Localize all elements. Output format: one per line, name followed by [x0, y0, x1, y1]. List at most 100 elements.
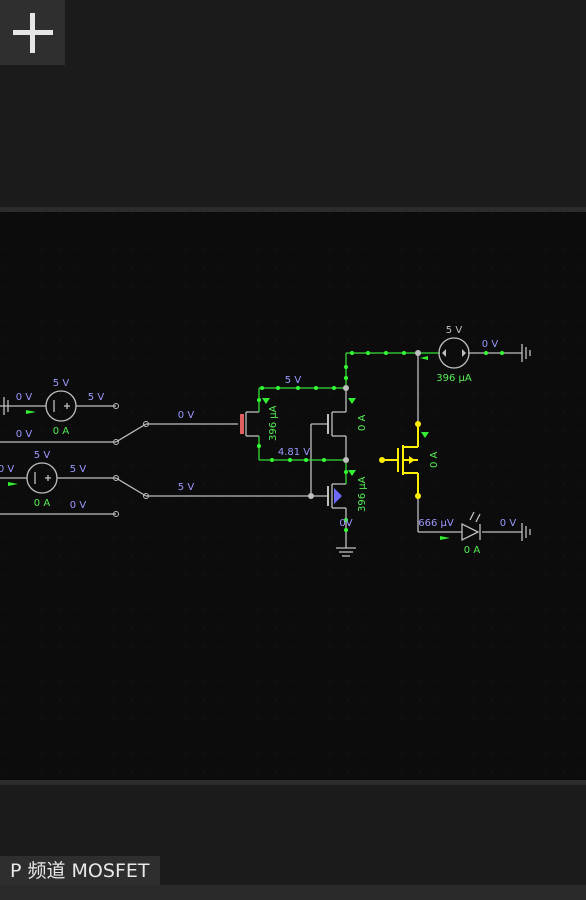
grid-dot: [239, 591, 241, 593]
grid-dot: [203, 447, 205, 449]
grid-dot: [581, 573, 583, 575]
grid-dot: [563, 429, 565, 431]
grid-dot: [41, 285, 43, 287]
grid-dot: [401, 735, 403, 737]
grid-dot: [95, 285, 97, 287]
add-component-button[interactable]: [0, 0, 65, 65]
led[interactable]: [461, 511, 481, 542]
grid-dot: [365, 249, 367, 251]
grid-dot: [347, 537, 349, 539]
grid-dot: [329, 771, 331, 773]
grid-dot: [113, 501, 115, 503]
grid-dot: [473, 591, 475, 593]
grid-dot: [185, 321, 187, 323]
nmos1-current: 0 A: [357, 414, 368, 431]
grid-dot: [113, 483, 115, 485]
grid-dot: [203, 429, 205, 431]
grid-dot: [257, 573, 259, 575]
circuit-diagram[interactable]: 5 V 0 V 5 V 0 A 0 V 5 V 0 V 5 V 0 A 0 V …: [0, 212, 586, 780]
grid-dot: [149, 231, 151, 233]
grid-dot: [491, 285, 493, 287]
grid-dot: [221, 465, 223, 467]
grid-dot: [563, 609, 565, 611]
grid-dot: [509, 267, 511, 269]
grid-dot: [59, 483, 61, 485]
grid-dot: [563, 249, 565, 251]
grid-dot: [455, 699, 457, 701]
grid-dot: [473, 663, 475, 665]
grid-dot: [239, 555, 241, 557]
grid-dot: [167, 537, 169, 539]
grid-dot: [473, 285, 475, 287]
grid-dot: [203, 321, 205, 323]
grid-dot: [293, 519, 295, 521]
grid-dot: [149, 573, 151, 575]
grid-dot: [23, 753, 25, 755]
grid-dot: [347, 609, 349, 611]
grid-dot: [257, 645, 259, 647]
grid-dot: [491, 303, 493, 305]
grid-dot: [545, 663, 547, 665]
grid-dot: [581, 699, 583, 701]
grid-dot: [275, 393, 277, 395]
grid-dot: [293, 447, 295, 449]
grid-dot: [581, 717, 583, 719]
grid-dot: [5, 501, 7, 503]
grid-dot: [221, 249, 223, 251]
grid-dot: [257, 339, 259, 341]
grid-dot: [275, 267, 277, 269]
grid-dot: [239, 231, 241, 233]
grid-dot: [131, 321, 133, 323]
grid-dot: [59, 429, 61, 431]
grid-dot: [221, 735, 223, 737]
grid-dot: [5, 771, 7, 773]
grid-dot: [311, 339, 313, 341]
grid-dot: [5, 555, 7, 557]
grid-dot: [41, 573, 43, 575]
grid-dot: [149, 375, 151, 377]
grid-dot: [203, 717, 205, 719]
grid-dot: [95, 357, 97, 359]
grid-dot: [383, 627, 385, 629]
grid-dot: [365, 681, 367, 683]
grid-dot: [203, 231, 205, 233]
grid-dot: [473, 519, 475, 521]
grid-dot: [311, 753, 313, 755]
grid-dot: [563, 483, 565, 485]
grid-dot: [437, 519, 439, 521]
grid-dot: [59, 519, 61, 521]
grid-dot: [455, 321, 457, 323]
grid-dot: [437, 609, 439, 611]
grid-dot: [527, 627, 529, 629]
grid-dot: [437, 663, 439, 665]
grid-dot: [545, 753, 547, 755]
grid-dot: [509, 213, 511, 215]
grid-dot: [203, 375, 205, 377]
grid-dot: [383, 375, 385, 377]
grid-dot: [221, 609, 223, 611]
input1-low-voltage: 0 V: [16, 429, 33, 440]
grid-dot: [41, 663, 43, 665]
grid-dot: [257, 357, 259, 359]
current-source[interactable]: [438, 337, 470, 369]
voltage-source-2[interactable]: [26, 462, 58, 494]
circuit-canvas[interactable]: 5 V 0 V 5 V 0 A 0 V 5 V 0 V 5 V 0 A 0 V …: [0, 212, 586, 780]
grid-dot: [473, 339, 475, 341]
voltage-source-1[interactable]: [45, 390, 77, 422]
grid-dot: [239, 411, 241, 413]
grid-dot: [23, 663, 25, 665]
src1-left-voltage: 0 V: [16, 392, 33, 403]
grid-dot: [113, 303, 115, 305]
grid-dot: [185, 717, 187, 719]
grid-dot: [41, 501, 43, 503]
wires: [0, 344, 531, 557]
grid-dot: [491, 231, 493, 233]
grid-dot: [401, 663, 403, 665]
grid-dot: [257, 537, 259, 539]
grid-dot: [203, 735, 205, 737]
grid-dot: [185, 411, 187, 413]
grid-dot: [527, 357, 529, 359]
grid-dot: [203, 771, 205, 773]
grid-dot: [545, 231, 547, 233]
grid-dot: [77, 285, 79, 287]
